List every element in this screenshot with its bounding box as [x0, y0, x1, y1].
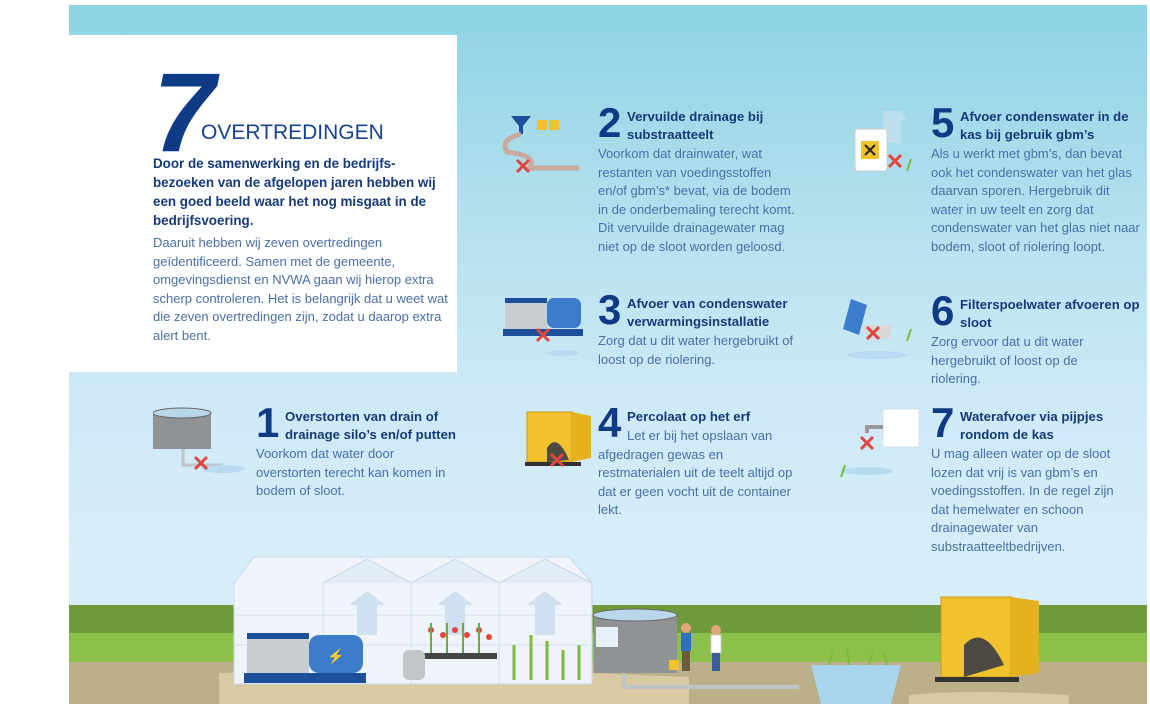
intro-heading: OVERTREDINGEN — [201, 121, 384, 144]
violation-text: Voorkom dat drainwater, wat restanten va… — [598, 146, 795, 254]
infographic: ⚡ — [69, 5, 1147, 704]
violation-text: U mag alleen water op de sloot lozen dat… — [931, 446, 1114, 554]
filter-icon — [827, 295, 917, 365]
violation-text: Zorg ervoor dat u dit water hergebruikt … — [931, 334, 1084, 386]
violation-number: 1 — [256, 399, 280, 446]
crop-plants-icon — [512, 635, 581, 680]
violation-title: Afvoer van condenswater verwarmingsinsta… — [627, 296, 788, 329]
violation-number: 5 — [931, 99, 955, 146]
violation-number: 6 — [931, 287, 955, 334]
svg-text:⚡: ⚡ — [327, 648, 344, 665]
intro-panel: 7 OVERTREDINGEN Door de samenwerking en … — [69, 35, 457, 372]
container-icon — [525, 410, 595, 475]
intro-number: 7 — [153, 50, 215, 175]
tomato-plants-icon — [403, 623, 497, 680]
landscape-illustration: ⚡ — [69, 556, 1147, 704]
violation-number: 2 — [598, 99, 622, 146]
ditch-icon — [811, 647, 901, 704]
heating-installation-icon: ⚡ — [244, 633, 366, 683]
intro-lead: Door de samenwerking en de bedrijfs-bezo… — [153, 156, 436, 228]
heating-installation-icon — [503, 293, 588, 363]
violation-title: Waterafvoer via pijpjes rondom de kas — [960, 409, 1104, 442]
violation-title: Afvoer condenswater in de kas bij gebrui… — [960, 109, 1129, 142]
drain-funnel-icon — [499, 110, 594, 180]
violation-title: Overstorten van drain of drainage silo’s… — [285, 409, 456, 442]
violation-text: Let er bij het opslaan van afgedragen ge… — [598, 428, 793, 517]
water-silo-icon — [592, 608, 799, 689]
people-icon — [669, 623, 722, 671]
chemical-can-icon — [847, 107, 932, 179]
violation-title: Filterspoelwater afvoeren op sloot — [960, 297, 1140, 330]
violation-title: Vervuilde drainage bij substraatteelt — [627, 109, 764, 142]
container-icon — [935, 596, 1039, 682]
violation-text: Voorkom dat water door overstorten terec… — [256, 446, 446, 498]
violation-text: Zorg dat u dit water hergebruikt of loos… — [598, 333, 794, 367]
violation-text: Als u werkt met gbm’s, dan bevat ook het… — [931, 146, 1140, 254]
pipe-icon — [827, 407, 922, 487]
intro-body: Daaruit hebben wij zeven overtredingen g… — [153, 235, 448, 343]
silo-icon — [153, 407, 248, 479]
violation-number: 7 — [931, 399, 955, 446]
violation-title: Percolaat op het erf — [627, 409, 751, 424]
violation-number: 4 — [598, 399, 622, 446]
violation-number: 3 — [598, 286, 622, 333]
